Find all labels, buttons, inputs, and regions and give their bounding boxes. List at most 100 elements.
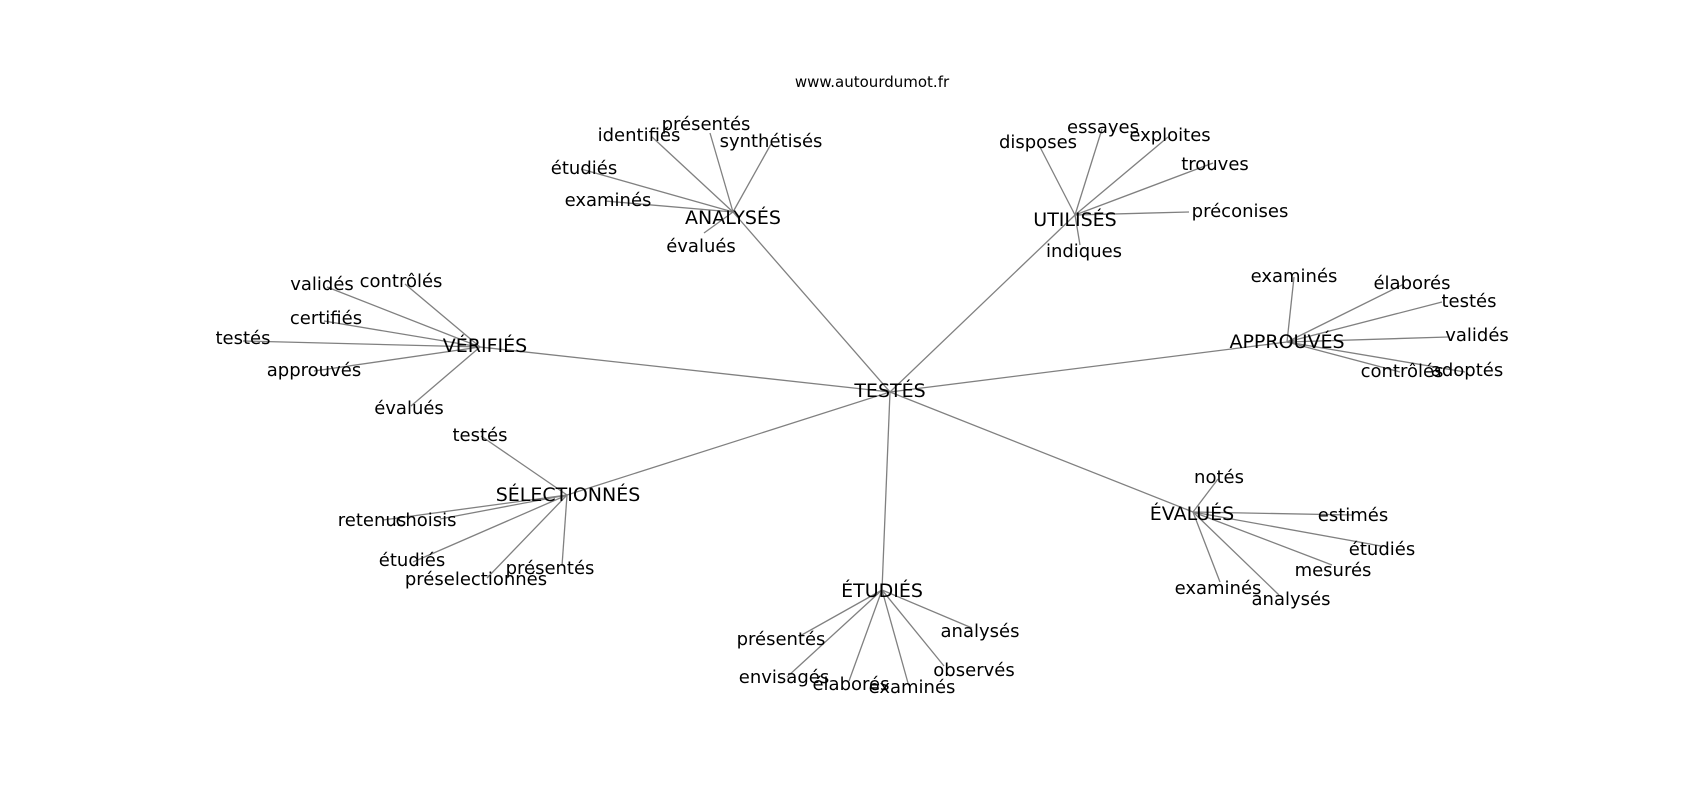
edge-hub-6-word-3 [881, 589, 945, 667]
edge-hub-3-word-3 [1286, 336, 1449, 343]
edge-hub-2-word-0 [326, 286, 481, 348]
edge-hub-5-word-1 [1192, 511, 1353, 516]
edge-hub-2-word-1 [404, 283, 481, 348]
edge-hub-6-word-1 [881, 589, 973, 629]
hub-node-label: UTILISÉS [1033, 208, 1116, 231]
edge-hub-2-word-2 [323, 320, 481, 348]
word-node-label: étudiés [1349, 539, 1415, 560]
word-node-label: étudiés [379, 550, 445, 571]
hub-node-label: VÉRIFIÉS [443, 334, 527, 357]
edge-hub-4-word-2 [439, 494, 568, 520]
center-node-label: TESTÉS [853, 379, 925, 402]
word-node-label: exploites [1129, 125, 1210, 146]
edge-hub-0-word-4 [604, 200, 734, 213]
word-node-label: préselectionnés [405, 569, 547, 590]
edge-hub-0-word-1 [650, 135, 734, 213]
edge-hub-1-word-5 [1074, 214, 1081, 246]
word-node-label: présentés [737, 629, 826, 650]
edge-hub-4-word-4 [561, 494, 568, 567]
edge-hub-1-word-0 [1074, 128, 1103, 216]
edge-center-hub-2 [479, 346, 891, 393]
hub-node-label: APPROUVÉS [1229, 330, 1344, 353]
word-node-label: élaborés [1373, 273, 1450, 294]
site-url: www.autourdumot.fr [795, 73, 950, 91]
edge-hub-5-word-5 [1192, 511, 1280, 596]
edge-hub-3-word-1 [1286, 283, 1405, 343]
edge-hub-4-word-1 [382, 494, 568, 521]
edge-center-hub-3 [889, 341, 1288, 393]
word-node-label: présentés [506, 558, 595, 579]
word-node-label: examinés [869, 677, 956, 698]
word-node-label: contrôlés [360, 271, 443, 292]
edge-hub-3-word-0 [1286, 276, 1295, 343]
edge-hub-1-word-2 [1074, 136, 1169, 216]
edge-hub-3-word-2 [1286, 301, 1443, 343]
edge-hub-6-word-4 [848, 589, 883, 682]
hub-node-label: ÉVALUÉS [1150, 502, 1234, 525]
edge-hub-0-word-3 [580, 168, 734, 213]
edge-center-hub-5 [889, 391, 1194, 513]
edge-hub-1-word-1 [1039, 146, 1076, 216]
edge-hub-3-word-5 [1286, 341, 1466, 373]
edge-hub-0-word-0 [709, 132, 734, 213]
edges-layer [242, 128, 1466, 684]
edge-hub-6-word-0 [799, 589, 883, 637]
edge-hub-0-word-5 [703, 211, 734, 234]
word-node-label: trouves [1181, 154, 1249, 175]
edge-hub-4-word-3 [412, 494, 568, 563]
word-node-label: analysés [1252, 589, 1331, 610]
word-node-label: envisagés [739, 667, 829, 688]
edge-hub-1-word-3 [1074, 162, 1214, 216]
word-node-label: estimés [1318, 505, 1389, 526]
word-node-label: analysés [941, 621, 1020, 642]
edge-hub-2-word-5 [410, 346, 481, 407]
edge-hub-5-word-2 [1192, 511, 1382, 547]
word-node-label: identifiés [598, 125, 681, 146]
word-node-label: certifiés [290, 308, 362, 329]
edge-hub-6-word-2 [786, 589, 883, 678]
word-node-label: mesurés [1295, 560, 1372, 581]
word-node-label: testés [1441, 291, 1496, 312]
word-node-label: examinés [1251, 266, 1338, 287]
edge-center-hub-6 [881, 391, 891, 591]
edge-hub-2-word-3 [242, 340, 481, 348]
word-node-label: examinés [1175, 578, 1262, 599]
word-node-label: examinés [565, 190, 652, 211]
word-node-label: contrôlés [1361, 361, 1444, 382]
edge-hub-4-word-5 [486, 494, 568, 579]
hub-node-label: SÉLECTIONNÉS [496, 483, 641, 506]
word-node-label: validés [290, 274, 354, 295]
edge-hub-5-word-4 [1192, 511, 1221, 583]
word-node-label: disposes [999, 132, 1077, 153]
word-node-label: testés [215, 328, 270, 349]
edge-hub-0-word-2 [732, 143, 772, 213]
edge-hub-4-word-0 [480, 435, 568, 496]
word-node-label: retenus [338, 510, 406, 531]
word-node-label: essayes [1067, 117, 1139, 138]
word-node-label: synthétisés [720, 131, 823, 152]
edge-hub-5-word-0 [1192, 478, 1219, 513]
edge-hub-6-word-5 [881, 589, 909, 684]
edge-center-hub-0 [732, 211, 891, 393]
hub-node-label: ANALYSÉS [685, 206, 781, 229]
word-node-label: approuvés [267, 360, 361, 381]
word-node-label: validés [1445, 325, 1509, 346]
edge-hub-3-word-4 [1286, 341, 1401, 373]
word-node-label: évalués [374, 398, 444, 419]
hub-node-label: ÉTUDIÉS [841, 579, 923, 602]
word-node-label: testés [452, 425, 507, 446]
edge-center-hub-4 [566, 391, 891, 496]
word-node-label: choisis [395, 510, 456, 531]
edge-hub-5-word-3 [1192, 511, 1333, 566]
word-node-label: adoptés [1431, 360, 1503, 381]
edge-hub-1-word-4 [1074, 211, 1190, 216]
word-node-label: élaborés [812, 674, 889, 695]
word-node-label: notés [1194, 467, 1244, 488]
word-node-label: présentés [662, 114, 751, 135]
word-node-label: étudiés [551, 158, 617, 179]
word-node-label: observés [933, 660, 1014, 681]
edge-hub-2-word-4 [313, 346, 481, 372]
word-node-label: préconises [1192, 201, 1289, 222]
